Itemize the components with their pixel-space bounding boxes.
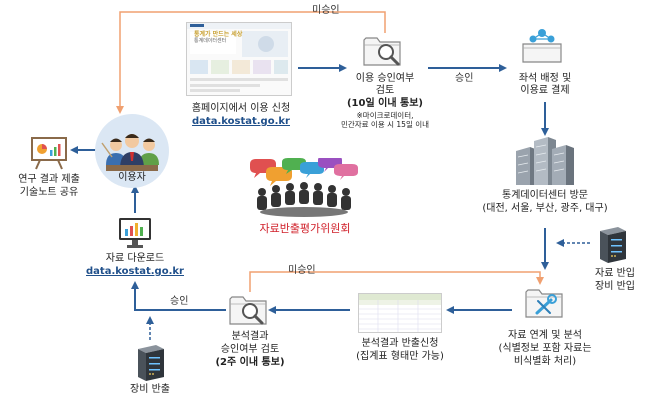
- data-import-line1: 자료 반입: [595, 268, 635, 279]
- summary-table-icon: [358, 293, 442, 333]
- export-review-line2: 승인여부 검토: [220, 344, 280, 355]
- user-label: 이용자: [118, 172, 146, 183]
- folder-nodes-icon: [521, 28, 567, 64]
- thumbnail-subtitle: 통계데이터센터: [194, 38, 227, 44]
- not-approved-bottom-label: 미승인: [288, 265, 316, 276]
- download-label: 자료 다운로드: [105, 253, 165, 264]
- data-center-line2: (대전, 서울, 부산, 광주, 대구): [482, 203, 608, 214]
- people-group-icon: [94, 113, 170, 189]
- server-rack-icon-2: [136, 343, 166, 383]
- seat-assign-line2: 이용료 결제: [520, 85, 570, 96]
- analysis-line3: 비식별화 처리): [513, 356, 577, 367]
- approved-bottom-arrow: [131, 281, 226, 311]
- folder-tools-icon: [524, 285, 568, 319]
- homepage-url-link[interactable]: data.kostat.go.kr: [192, 116, 290, 127]
- approval-review-note2: 민간자료 이용 시 15일 이내: [340, 120, 430, 129]
- approved-top-label: 승인: [455, 73, 474, 84]
- analysis-line1: 자료 연계 및 분석: [508, 330, 582, 341]
- equipment-out-label: 장비 반출: [130, 384, 170, 395]
- seat-assign-line1: 좌석 배정 및: [518, 73, 572, 84]
- analysis-line2: (식별정보 포함 자료는: [498, 343, 592, 354]
- folder-search-icon: [362, 33, 408, 67]
- export-request-line1: 분석결과 반출신청: [361, 338, 439, 349]
- download-url-link[interactable]: data.kostat.go.kr: [86, 266, 184, 277]
- thumbnail-title: 통계가 만드는 세상: [194, 31, 243, 38]
- data-center-buildings-icon: [512, 135, 578, 187]
- approval-review-line2: 검토: [375, 85, 395, 96]
- export-request-line2: (집계표 형태만 가능): [356, 351, 444, 362]
- data-import-line2: 장비 반입: [595, 281, 635, 292]
- website-thumbnail-icon: [186, 22, 292, 96]
- not-approved-top-label: 미승인: [312, 5, 340, 16]
- approval-review-deadline: (10일 이내 통보): [346, 98, 424, 109]
- data-center-line1: 통계데이터센터 방문: [502, 190, 588, 201]
- export-review-line1: 분석결과: [231, 331, 269, 342]
- committee-people-icon: [248, 158, 358, 218]
- server-rack-icon: [598, 225, 628, 265]
- approval-review-line1: 이용 승인여부: [355, 73, 415, 84]
- monitor-chart-icon: [118, 217, 152, 249]
- not-approved-top-arrow: [116, 11, 386, 114]
- presentation-board-icon: [30, 136, 68, 170]
- research-line1: 연구 결과 제출: [18, 174, 80, 185]
- not-approved-bottom-arrow: [249, 271, 544, 292]
- committee-label: 자료반출평가위원회: [259, 222, 351, 235]
- folder-search-icon-2: [228, 292, 272, 326]
- approved-bottom-label: 승인: [170, 296, 189, 307]
- homepage-label: 홈페이지에서 이용 신청: [191, 103, 291, 114]
- export-review-deadline: (2주 이내 통보): [215, 357, 285, 368]
- approval-review-note1: ※마이크로데이터,: [356, 111, 414, 120]
- research-line2: 기술노트 공유: [19, 187, 79, 198]
